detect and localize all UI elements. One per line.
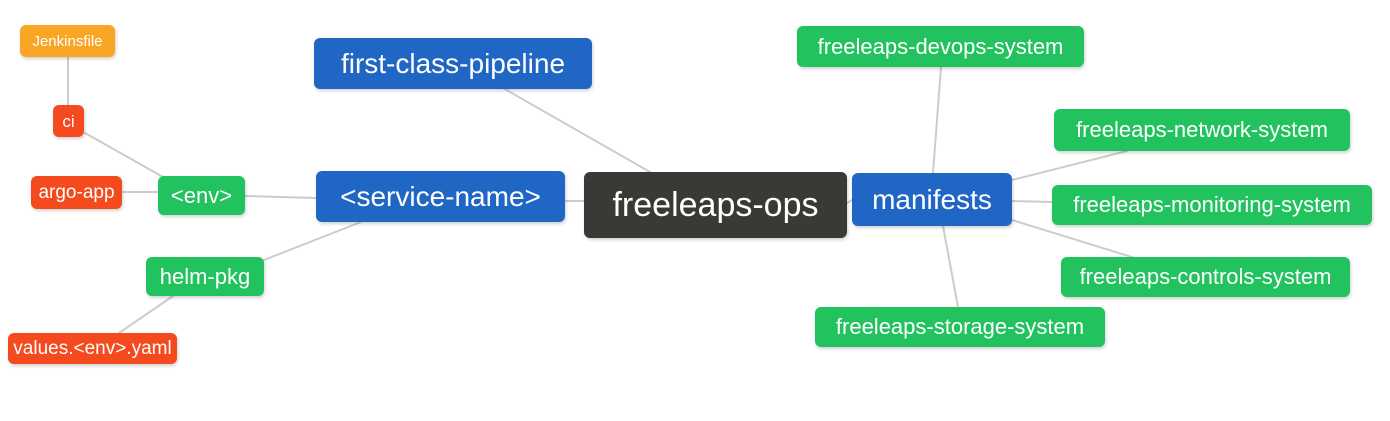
edge-manifests--freeleaps-devops-system: [932, 66, 942, 174]
edge-ci--env: [84, 132, 164, 178]
node-helm-pkg[interactable]: helm-pkg: [146, 257, 264, 296]
node-freeleaps-network-system[interactable]: freeleaps-network-system: [1054, 109, 1350, 151]
node-freeleaps-ops[interactable]: freeleaps-ops: [584, 172, 847, 238]
node-freeleaps-storage-system[interactable]: freeleaps-storage-system: [815, 307, 1105, 347]
edge-manifests--freeleaps-storage-system: [942, 225, 959, 308]
edge-first-class-pipeline--freeleaps-ops: [502, 87, 651, 173]
node-freeleaps-devops-system[interactable]: freeleaps-devops-system: [797, 26, 1084, 67]
node-jenkinsfile[interactable]: Jenkinsfile: [20, 25, 115, 57]
edge-manifests--freeleaps-network-system: [1011, 150, 1128, 181]
node-freeleaps-monitoring-system[interactable]: freeleaps-monitoring-system: [1052, 185, 1372, 225]
node-first-class-pipeline[interactable]: first-class-pipeline: [314, 38, 592, 89]
edge-manifests--freeleaps-monitoring-system: [1011, 200, 1053, 203]
node-manifests[interactable]: manifests: [852, 173, 1012, 226]
node-values-env-yaml[interactable]: values.<env>.yaml: [8, 333, 177, 364]
node-freeleaps-controls-system[interactable]: freeleaps-controls-system: [1061, 257, 1350, 297]
node-argo-app[interactable]: argo-app: [31, 176, 122, 209]
edge-env--service-name: [244, 195, 317, 199]
edge-service-name--helm-pkg: [263, 221, 362, 261]
node-env[interactable]: <env>: [158, 176, 245, 215]
node-ci[interactable]: ci: [53, 105, 84, 137]
node-service-name[interactable]: <service-name>: [316, 171, 565, 222]
edge-manifests--freeleaps-controls-system: [1011, 219, 1136, 259]
edge-freeleaps-ops--manifests: [846, 199, 853, 204]
edge-helm-pkg--values-env-yaml: [118, 295, 174, 334]
